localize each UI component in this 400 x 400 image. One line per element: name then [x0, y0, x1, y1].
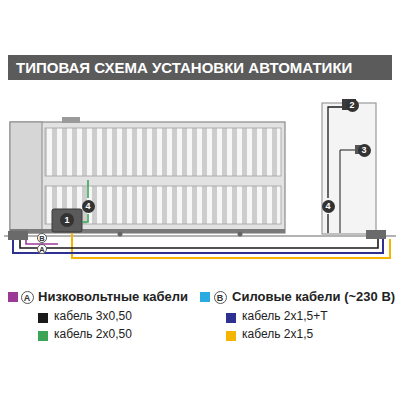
legend-text: кабель 2х1,5+Т [242, 310, 327, 323]
legend-swatch [226, 331, 236, 341]
cable-group-mark: A [37, 244, 47, 254]
callout-number: 3 [358, 144, 371, 157]
callout-number: 2 [346, 99, 359, 112]
cable-group-mark: A [21, 291, 34, 304]
legend-swatch [226, 313, 236, 323]
cable-group-mark: B [214, 291, 227, 304]
callout-number: 1 [60, 213, 74, 227]
callout-number: 4 [82, 200, 95, 213]
title-band: ТИПОВАЯ СХЕМА УСТАНОВКИ АВТОМАТИКИ [8, 55, 392, 80]
cable-group-mark: B [37, 233, 47, 243]
legend-swatch [8, 292, 18, 302]
legend-text: Низковольтные кабели [38, 290, 188, 304]
legend-text: кабель 2х1,5 [242, 328, 313, 341]
legend-text: кабель 2х0,50 [54, 328, 132, 341]
legend-swatch [200, 292, 210, 302]
callout-number: 4 [322, 200, 335, 213]
legend-text: Силовые кабели (~230 В) [232, 290, 395, 304]
legend-text: кабель 3х0,50 [54, 310, 132, 323]
legend-swatch [38, 313, 48, 323]
legend-swatch [38, 331, 48, 341]
title: ТИПОВАЯ СХЕМА УСТАНОВКИ АВТОМАТИКИ [16, 60, 352, 77]
